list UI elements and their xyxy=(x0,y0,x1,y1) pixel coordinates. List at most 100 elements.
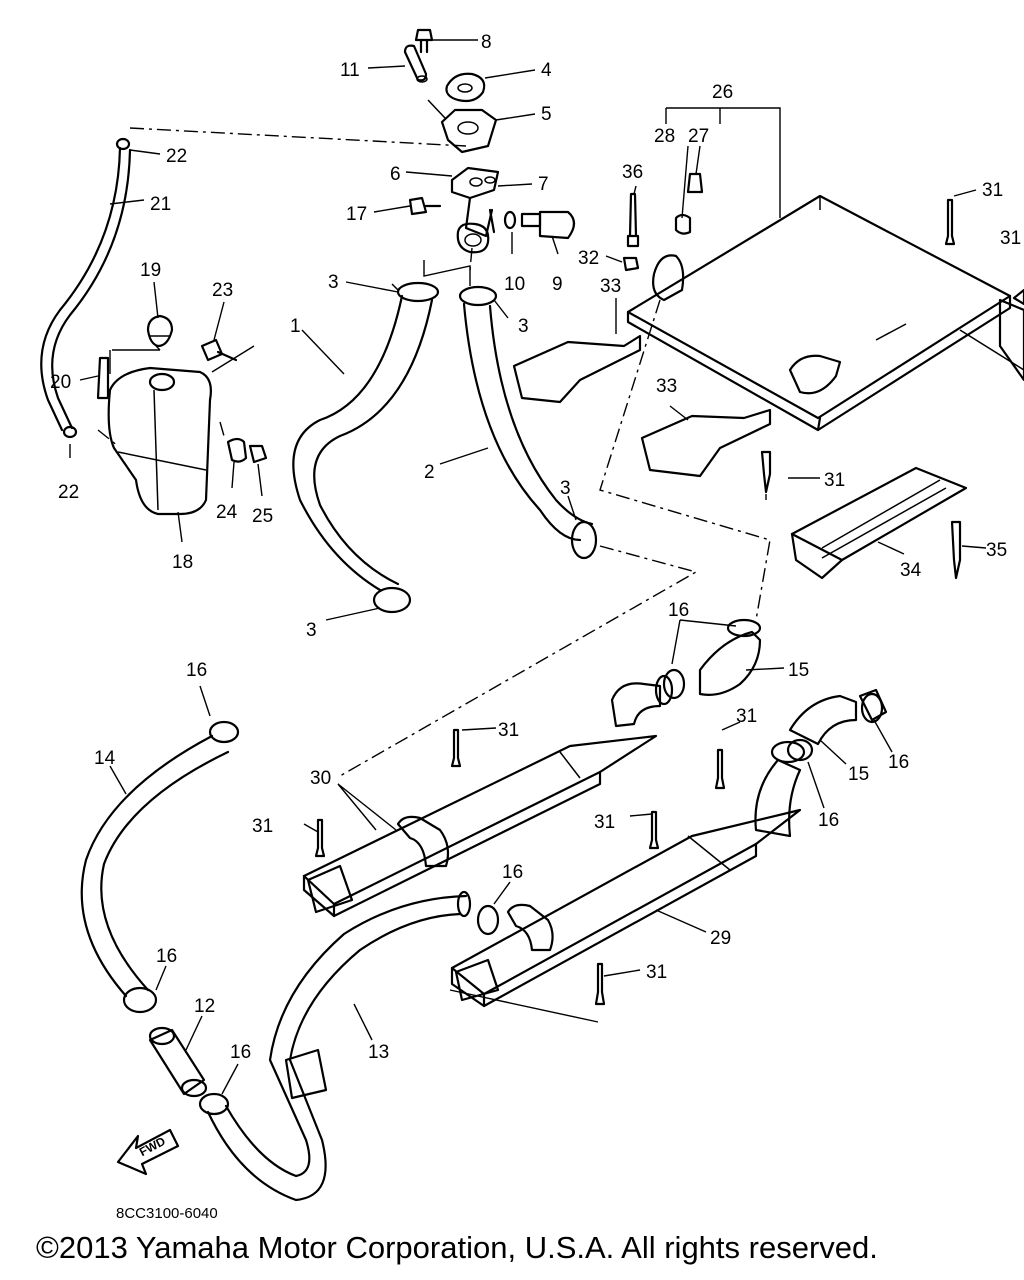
callout-28: 28 xyxy=(654,126,675,147)
callout-16: 16 xyxy=(888,752,909,773)
callout-14: 14 xyxy=(94,748,116,769)
callout-13: 13 xyxy=(368,1042,389,1063)
rivet-31h xyxy=(594,962,606,1006)
hose-clamp-3d xyxy=(372,586,412,614)
rivet-31a xyxy=(944,198,956,246)
callout-22: 22 xyxy=(166,146,187,167)
callout-10: 10 xyxy=(504,274,525,295)
callout-33: 33 xyxy=(600,276,621,297)
callout-15: 15 xyxy=(788,660,809,681)
outlet-pipe-29 xyxy=(754,740,806,838)
support-34 xyxy=(790,466,968,580)
hose-clamp-16b xyxy=(662,668,686,700)
gasket-4 xyxy=(445,72,486,103)
hose-clamp-16c xyxy=(860,692,884,724)
parts-drawing xyxy=(40,28,1024,1202)
joint-12 xyxy=(148,1026,208,1098)
callout-labels: 8 11 4 5 26 22 6 7 28 27 36 31 21 17 31 … xyxy=(50,32,1021,1063)
cap-19 xyxy=(146,314,174,348)
callout-3: 3 xyxy=(328,272,339,293)
bolt-23 xyxy=(200,338,238,362)
rivet-31f xyxy=(714,748,726,790)
pin-20 xyxy=(96,356,110,400)
rivet-31g xyxy=(648,810,660,850)
callout-16: 16 xyxy=(156,946,177,967)
bracket-33b xyxy=(640,408,772,478)
heat-exchanger-26 xyxy=(626,194,1024,432)
callout-29: 29 xyxy=(710,928,731,949)
hose-clamp-16g xyxy=(198,1092,230,1116)
callout-31: 31 xyxy=(736,706,757,727)
callout-31: 31 xyxy=(498,720,519,741)
rivet-31e xyxy=(314,818,326,858)
callout-26: 26 xyxy=(712,82,733,103)
callout-16: 16 xyxy=(186,660,207,681)
callout-31: 31 xyxy=(824,470,845,491)
callout-31: 31 xyxy=(594,812,615,833)
callout-31: 31 xyxy=(646,962,667,983)
callout-27: 27 xyxy=(688,126,709,147)
callout-33: 33 xyxy=(656,376,677,397)
nut-32 xyxy=(622,256,640,272)
heat-exchanger-panel-29 xyxy=(450,808,802,1008)
callout-24: 24 xyxy=(216,502,238,523)
dash-dot-lines xyxy=(97,127,771,777)
callout-21: 21 xyxy=(150,194,171,215)
copyright-notice: ©2013 Yamaha Motor Corporation, U.S.A. A… xyxy=(36,1230,878,1265)
outlet-pipe-30 xyxy=(610,674,674,728)
hose-clamp-16e xyxy=(476,904,500,936)
rivet-31c xyxy=(760,450,772,494)
hose-15a xyxy=(698,618,762,696)
hose-clamp-3b xyxy=(458,285,498,307)
callout-25: 25 xyxy=(252,506,273,527)
clip-22-top xyxy=(115,137,131,151)
callout-34: 34 xyxy=(900,560,922,581)
callout-2: 2 xyxy=(424,462,435,483)
diagram-code: 8CC3100-6040 xyxy=(116,1205,218,1222)
reservoir-tank-18 xyxy=(107,366,212,516)
hose-14 xyxy=(80,734,230,998)
hose-2 xyxy=(462,302,594,542)
callout-31: 31 xyxy=(1000,228,1021,249)
hose-clamp-3a xyxy=(391,281,440,303)
hose-clamp-16d xyxy=(786,738,814,762)
leader-lines xyxy=(69,39,987,1095)
callout-3: 3 xyxy=(560,478,571,499)
callout-11: 11 xyxy=(340,60,360,81)
callout-12: 12 xyxy=(194,996,215,1017)
callout-31: 31 xyxy=(252,816,273,837)
hose-1 xyxy=(292,294,434,592)
screw-36 xyxy=(626,192,640,248)
bolt-8 xyxy=(414,28,434,54)
grommet-24 xyxy=(226,437,248,463)
hose-clamp-3c xyxy=(570,520,598,560)
callout-19: 19 xyxy=(140,260,161,281)
callout-3: 3 xyxy=(306,620,317,641)
callout-9: 9 xyxy=(552,274,563,295)
callout-30: 30 xyxy=(310,768,331,789)
hose-15b xyxy=(788,688,888,746)
rivet-31d xyxy=(450,728,462,768)
callout-15: 15 xyxy=(848,764,869,785)
callout-16: 16 xyxy=(502,862,523,883)
callout-16: 16 xyxy=(668,600,689,621)
nut-25 xyxy=(248,444,268,464)
callout-3: 3 xyxy=(518,316,529,337)
sensor-9 xyxy=(520,210,576,240)
callout-22: 22 xyxy=(58,482,79,503)
callout-16: 16 xyxy=(818,810,839,831)
callout-32: 32 xyxy=(578,248,599,269)
clamp-11 xyxy=(403,44,428,83)
hose-21 xyxy=(40,146,122,432)
callout-5: 5 xyxy=(541,104,552,125)
callout-8: 8 xyxy=(481,32,492,53)
bolt-17 xyxy=(408,196,442,216)
heat-exchanger-panel-30 xyxy=(302,734,658,918)
callout-31: 31 xyxy=(982,180,1003,201)
callout-1: 1 xyxy=(290,316,301,337)
washer-10 xyxy=(503,210,517,230)
callout-35: 35 xyxy=(986,540,1007,561)
callout-17: 17 xyxy=(346,204,367,225)
clip-22-bottom xyxy=(62,425,78,439)
fwd-label: FWD xyxy=(137,1134,168,1159)
